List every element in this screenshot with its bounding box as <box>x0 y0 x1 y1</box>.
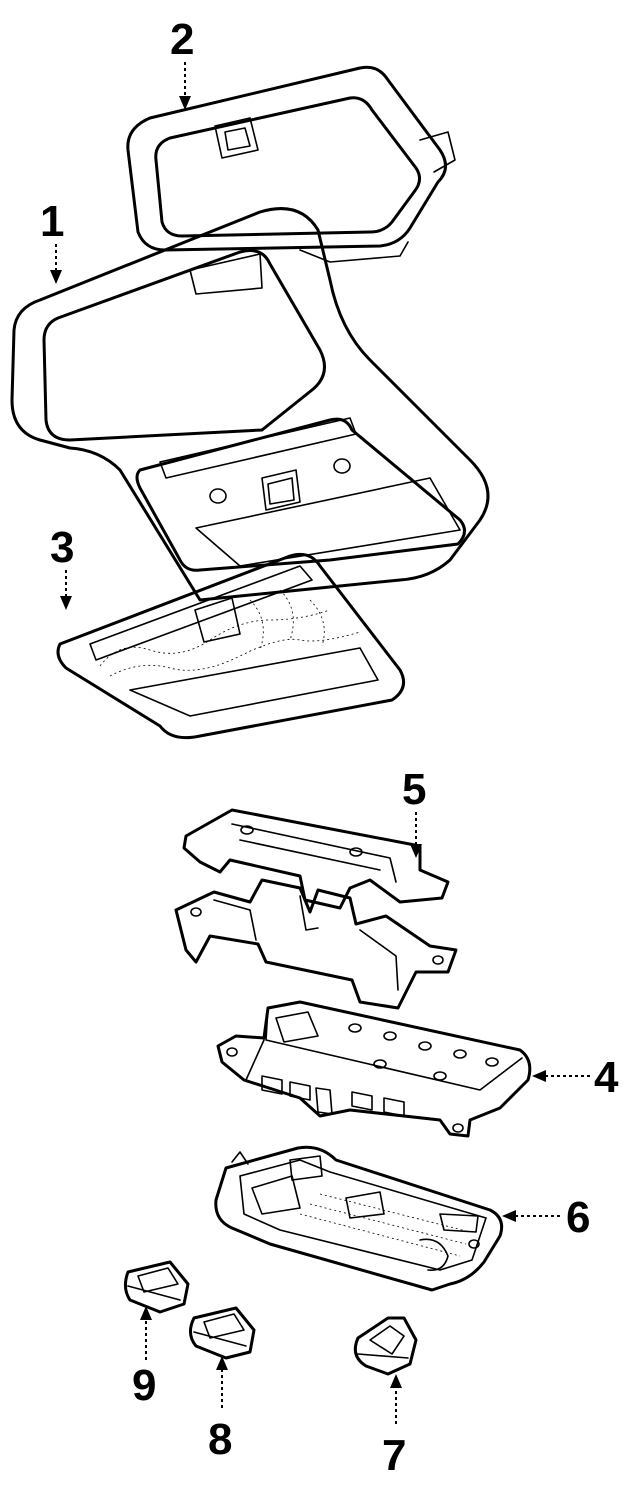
callout-5: 5 <box>402 765 426 814</box>
callout-1: 1 <box>40 197 64 246</box>
callout-4: 4 <box>594 1053 619 1102</box>
callout-2: 2 <box>170 15 194 64</box>
part-6-housing <box>214 1145 504 1292</box>
part-3-lower-bezel <box>56 552 406 740</box>
leader-lines <box>50 62 590 1424</box>
part-7-lens <box>353 1316 418 1376</box>
part-4-console-module <box>216 1000 532 1138</box>
part-2-upper-bezel <box>126 65 456 263</box>
part-8-lens <box>189 1306 256 1360</box>
part-9-lens <box>123 1260 190 1314</box>
callout-3: 3 <box>50 523 74 572</box>
part-5-bracket <box>174 808 458 1010</box>
callout-8: 8 <box>208 1415 232 1464</box>
part-1-trim-frame <box>10 207 490 602</box>
callout-7: 7 <box>382 1431 406 1480</box>
callout-6: 6 <box>566 1193 590 1242</box>
callout-9: 9 <box>132 1361 156 1410</box>
